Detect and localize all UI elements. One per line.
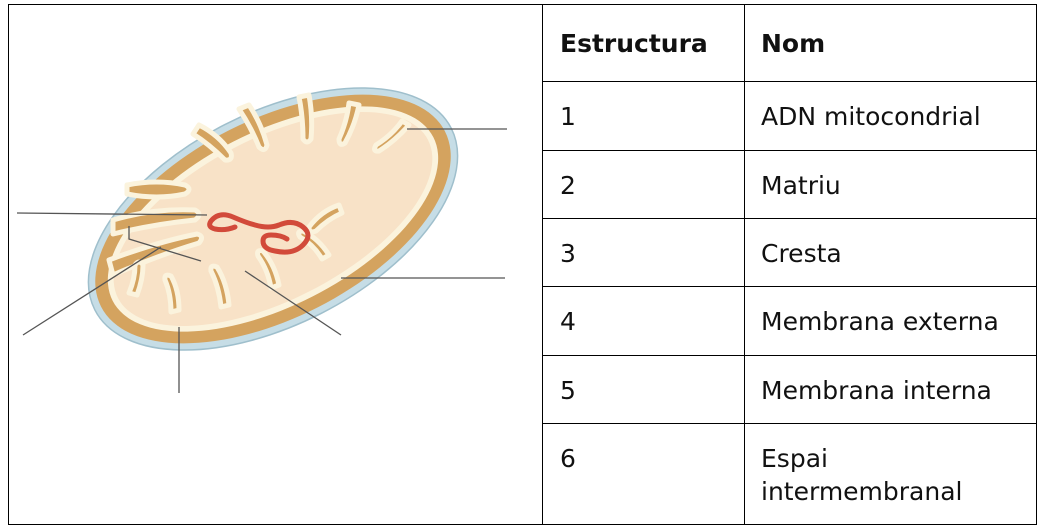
row-number: 1	[543, 82, 745, 150]
row-name: Matriu	[745, 150, 1037, 218]
row-name: ADN mitocondrial	[745, 82, 1037, 150]
mitochondrion-diagram	[9, 5, 542, 524]
header-estructura: Estructura	[543, 5, 745, 82]
row-number: 4	[543, 287, 745, 355]
layout-table: Estructura Nom 1 ADN mitocondrial 2 Matr…	[8, 4, 1037, 525]
row-name: Cresta	[745, 219, 1037, 287]
row-number: 5	[543, 355, 745, 423]
mitochondrion-body	[47, 34, 500, 404]
row-number: 3	[543, 219, 745, 287]
header-nom: Nom	[745, 5, 1037, 82]
row-number: 2	[543, 150, 745, 218]
diagram-cell	[9, 5, 543, 525]
row-name: Membrana externa	[745, 287, 1037, 355]
row-name: Membrana interna	[745, 355, 1037, 423]
row-number: 6	[543, 424, 745, 525]
row-name: Espai intermembranal	[745, 424, 1037, 525]
header-row: Estructura Nom	[9, 5, 1037, 82]
